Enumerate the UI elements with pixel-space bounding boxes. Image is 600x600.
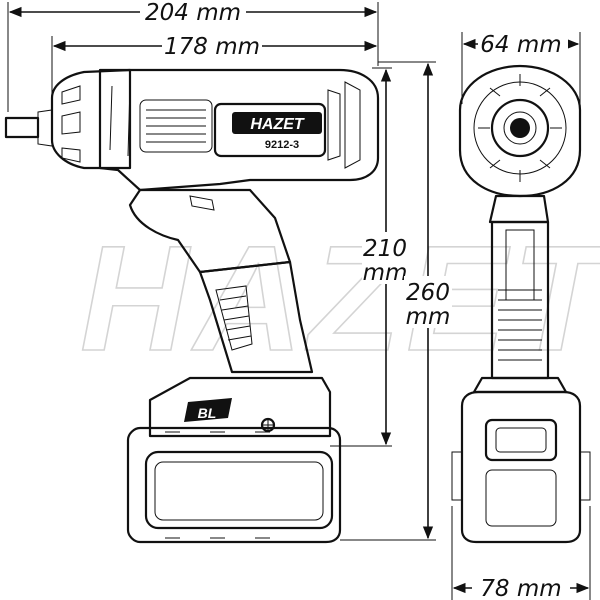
dim-width: 64 mm — [480, 32, 561, 58]
brand-plate — [232, 112, 322, 134]
hazet-watermark: HAZET — [80, 214, 600, 382]
dimension-lines: 204 mm 178 mm 64 mm 210 mm 260 mm 78 mm — [7, 0, 591, 600]
dim-grip-height-value: 210 — [363, 236, 407, 262]
brand-label: HAZET — [250, 116, 305, 133]
dim-grip-height-unit: mm — [363, 260, 408, 286]
model-number: 9212-3 — [265, 139, 299, 151]
side-view-impact-wrench: HAZET 9212-3 BL — [4, 68, 380, 544]
front-view-impact-wrench — [451, 64, 591, 544]
bl-badge — [184, 398, 232, 422]
dim-overall-length: 204 mm — [145, 0, 241, 26]
dim-battery-width: 78 mm — [480, 576, 561, 600]
dim-body-length: 178 mm — [164, 34, 260, 60]
dim-total-height-value: 260 — [406, 280, 450, 306]
dim-total-height-unit: mm — [406, 304, 451, 330]
battery-badge: BL — [198, 405, 217, 421]
